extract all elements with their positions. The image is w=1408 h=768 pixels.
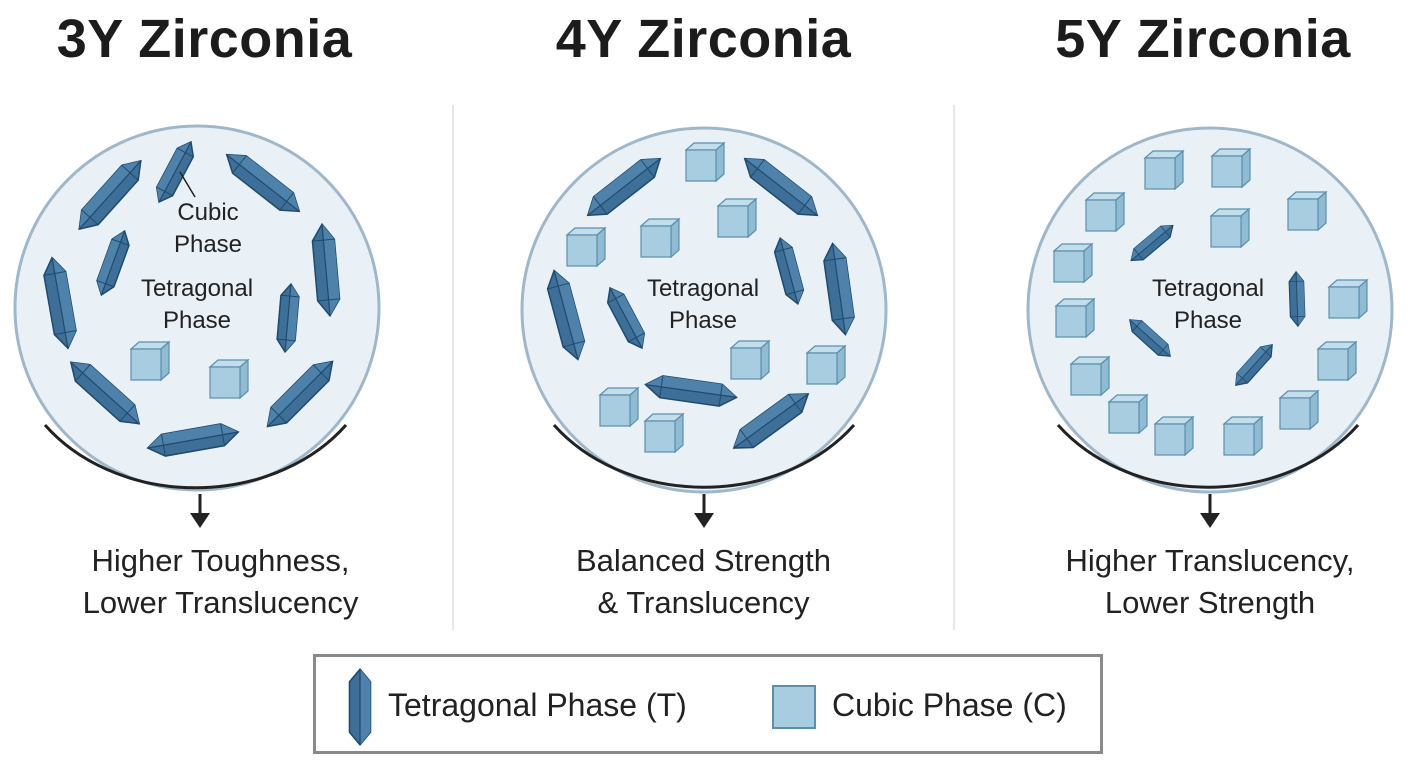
cubic-crystal xyxy=(1070,356,1110,396)
panel-title: 5Y Zirconia xyxy=(1055,9,1351,69)
caption-line2: Lower Strength xyxy=(1104,585,1316,620)
cubic-crystal xyxy=(685,142,725,182)
callout-label-line1: Cubic xyxy=(177,199,238,226)
panel-caption: Higher Translucency, Lower Strength xyxy=(1008,540,1408,624)
arrow-down-icon xyxy=(694,513,714,528)
panel-3y-diagram: Cubic Phase Tetragonal Phase xyxy=(13,124,381,528)
tetragonal-crystal-icon xyxy=(348,668,372,746)
panel-5y-diagram: Tetragonal Phase xyxy=(1026,126,1394,528)
inner-label-line1: Tetragonal xyxy=(647,275,759,302)
cubic-crystal xyxy=(566,227,606,267)
panel-title: 3Y Zirconia xyxy=(56,9,353,69)
panel-4y-diagram: Tetragonal Phase xyxy=(520,126,888,528)
caption-line2: Lower Translucency xyxy=(82,585,359,620)
cubic-crystal xyxy=(1328,279,1368,319)
cubic-crystal xyxy=(806,345,846,385)
bottom-arc xyxy=(1056,424,1360,528)
cubic-crystal xyxy=(1210,208,1250,248)
callout-label-line2: Phase xyxy=(174,231,242,258)
divider xyxy=(452,105,454,630)
inner-label-line1: Tetragonal xyxy=(141,275,253,302)
bottom-arc xyxy=(43,424,348,528)
cubic-crystal xyxy=(730,340,770,380)
panel-5y: Tetragonal Phase 5Y Zirconia Higher Tran… xyxy=(938,0,1407,640)
arrow-down-icon xyxy=(190,513,210,528)
inner-label-line1: Tetragonal xyxy=(1152,275,1264,302)
cubic-crystal-icon xyxy=(772,685,816,729)
cubic-crystal xyxy=(1053,243,1093,283)
cubic-crystal xyxy=(1317,341,1357,381)
caption-line1: Higher Translucency, xyxy=(1065,543,1355,578)
panel-4y: Tetragonal Phase 4Y Zirconia Balanced St… xyxy=(469,0,938,640)
inner-label-line2: Phase xyxy=(163,307,231,334)
cubic-crystal xyxy=(1144,150,1184,190)
cubic-crystal xyxy=(130,341,170,381)
cubic-crystal xyxy=(717,198,757,238)
panel-3y: Cubic Phase Tetragonal Phase 3Y Zirconia… xyxy=(0,0,469,640)
caption-line1: Higher Toughness, xyxy=(91,543,350,578)
cubic-crystal xyxy=(1154,416,1194,456)
cubic-crystal xyxy=(1223,416,1263,456)
cubic-crystal xyxy=(640,218,680,258)
panel-caption: Balanced Strength & Translucency xyxy=(469,540,938,624)
legend-cubic-label: Cubic Phase (C) xyxy=(832,687,1067,723)
panel-title: 4Y Zirconia xyxy=(555,9,852,69)
caption-line1: Balanced Strength xyxy=(575,543,832,578)
panel-caption: Higher Toughness, Lower Translucency xyxy=(0,540,469,624)
cubic-crystal xyxy=(644,413,684,453)
cubic-crystal xyxy=(1108,394,1148,434)
cubic-crystal xyxy=(599,387,639,427)
caption-line2: & Translucency xyxy=(597,585,810,620)
cubic-crystal xyxy=(1211,148,1251,188)
divider xyxy=(953,105,955,630)
inner-label-line2: Phase xyxy=(669,307,737,334)
cubic-crystal xyxy=(1279,390,1319,430)
legend-tetragonal-label: Tetragonal Phase (T) xyxy=(388,687,687,723)
cubic-crystal xyxy=(1085,192,1125,232)
arrow-down-icon xyxy=(1200,513,1220,528)
legend: Tetragonal Phase (T) Cubic Phase (C) xyxy=(313,654,1103,754)
crystal-layer xyxy=(40,137,342,460)
inner-label-line2: Phase xyxy=(1174,307,1242,334)
bottom-arc xyxy=(552,424,856,528)
tetragonal-crystal xyxy=(1288,270,1306,328)
cubic-crystal xyxy=(1055,298,1095,338)
cubic-crystal xyxy=(1287,191,1327,231)
cubic-crystal xyxy=(209,359,249,399)
